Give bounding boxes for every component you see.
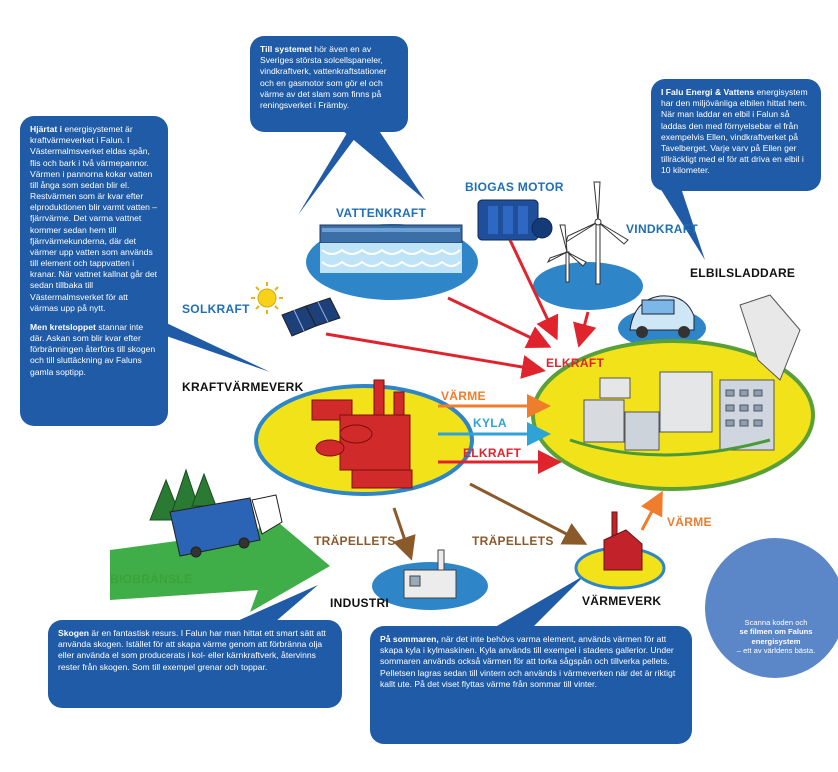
label-kraftvarmeverk: KRAFTVÄRMEVERK bbox=[182, 380, 304, 394]
bubble-hjartat: Hjärtat i energisystemet är kraftvärmeve… bbox=[20, 116, 168, 426]
label-industri: INDUSTRI bbox=[330, 596, 390, 610]
electric-car-icon bbox=[629, 295, 695, 338]
qr-line-2: se filmen om Faluns energisystem bbox=[721, 627, 831, 646]
elbilsladdare-node bbox=[618, 295, 706, 348]
label-vattenkraft: VATTENKRAFT bbox=[336, 206, 427, 220]
power-plant-icon bbox=[311, 379, 413, 489]
vindkraft-node bbox=[533, 181, 643, 310]
city-buildings-icon bbox=[569, 294, 801, 457]
sun-icon bbox=[251, 282, 283, 314]
arrow-trapellets-industri bbox=[392, 507, 416, 561]
bubble-falu-energi: I Falu Energi & Vattens energisystem har… bbox=[651, 79, 821, 191]
label-vindkraft: VINDKRAFT bbox=[626, 222, 699, 236]
bubble-skogen: Skogen är en fantastisk resurs. I Falun … bbox=[48, 620, 342, 708]
qr-info-circle bbox=[705, 538, 838, 678]
tail-till-systemet bbox=[330, 120, 425, 200]
label-biogas: BIOGAS MOTOR bbox=[465, 180, 564, 194]
label-biobransle: BIOBRÄNSLE bbox=[110, 572, 193, 586]
heating-plant-icon bbox=[603, 511, 643, 571]
bubble-lead: Hjärtat i bbox=[30, 124, 62, 134]
flow-arrows bbox=[325, 239, 663, 561]
qr-line-3: – ett av världens bästa. bbox=[736, 646, 816, 656]
label-varmeverk: VÄRMEVERK bbox=[582, 594, 662, 608]
tail-falu-energi bbox=[655, 180, 705, 260]
bubble-lead-2: Men kretsloppet bbox=[30, 321, 96, 332]
label-trapellets-2: TRÄPELLETS bbox=[472, 534, 554, 548]
industri-node bbox=[372, 549, 488, 610]
label-kyla: KYLA bbox=[473, 416, 507, 430]
arrow-vattenkraft-elkraft bbox=[447, 296, 552, 349]
bubble-lead: På sommaren, bbox=[380, 634, 439, 644]
bubble-till-systemet: Till systemet hör även en av Sveriges st… bbox=[250, 36, 408, 132]
bubble-lead: Till systemet bbox=[260, 44, 312, 54]
bubble-tails bbox=[120, 118, 705, 630]
bubble-body: hör även en av Sveriges största solcells… bbox=[260, 44, 387, 110]
label-elbilsladdare: ELBILSLADDARE bbox=[690, 266, 796, 280]
truck-icon bbox=[169, 494, 283, 558]
arrow-biogas-elkraft bbox=[508, 239, 559, 341]
arrow-trapellets-varmeverk bbox=[469, 482, 588, 545]
wind-turbine-icon bbox=[546, 181, 629, 285]
hydro-dam-icon bbox=[319, 224, 463, 273]
label-elkraft: ELKRAFT bbox=[463, 446, 522, 460]
qr-line-2-bold: se filmen om Faluns energisystem bbox=[739, 627, 813, 646]
arrow-vindkraft-elkraft bbox=[573, 311, 597, 348]
bubble-sommaren: På sommaren, när det inte behövs varma e… bbox=[370, 626, 692, 744]
kraftvarmeverk-node bbox=[254, 379, 474, 496]
bubble-body: energisystem har den miljövänliga elbile… bbox=[661, 87, 808, 176]
vattenkraft-node bbox=[306, 224, 478, 300]
label-varme-2: VÄRME bbox=[667, 515, 712, 529]
tail-skogen bbox=[235, 585, 318, 622]
label-solkraft: SOLKRAFT bbox=[182, 302, 250, 316]
arrow-solkraft-elkraft bbox=[325, 332, 546, 379]
solar-panel-icon bbox=[281, 297, 341, 337]
solkraft-node bbox=[251, 282, 341, 337]
tail-sommaren bbox=[490, 575, 585, 630]
label-varme: VÄRME bbox=[441, 389, 486, 403]
biogas-engine-icon bbox=[477, 199, 553, 241]
bubble-body-2: stannar inte där. Askan som blir kvar ef… bbox=[30, 321, 156, 377]
qr-line-1: Scanna koden och bbox=[744, 618, 808, 627]
bubble-body: när det inte behövs varma element, använ… bbox=[380, 634, 676, 689]
label-trapellets-1: TRÄPELLETS bbox=[314, 534, 396, 548]
qr-caption: Scanna koden och se filmen om Faluns ene… bbox=[721, 618, 831, 656]
arrow-varmeverk-varme bbox=[640, 490, 663, 531]
label-elkraft-top: ELKRAFT bbox=[546, 356, 605, 370]
varmeverk-node bbox=[574, 511, 666, 590]
bubble-lead: Skogen bbox=[58, 628, 90, 638]
bubble-body: energisystemet är kraftvärmeverket i Fal… bbox=[30, 124, 158, 313]
biobransle-node bbox=[110, 468, 330, 612]
bubble-body: är en fantastisk resurs. I Falun har man… bbox=[58, 628, 326, 672]
bubble-lead: I Falu Energi & Vattens bbox=[661, 87, 755, 97]
tail-till-systemet-2 bbox=[298, 118, 370, 215]
factory-icon bbox=[403, 549, 457, 599]
